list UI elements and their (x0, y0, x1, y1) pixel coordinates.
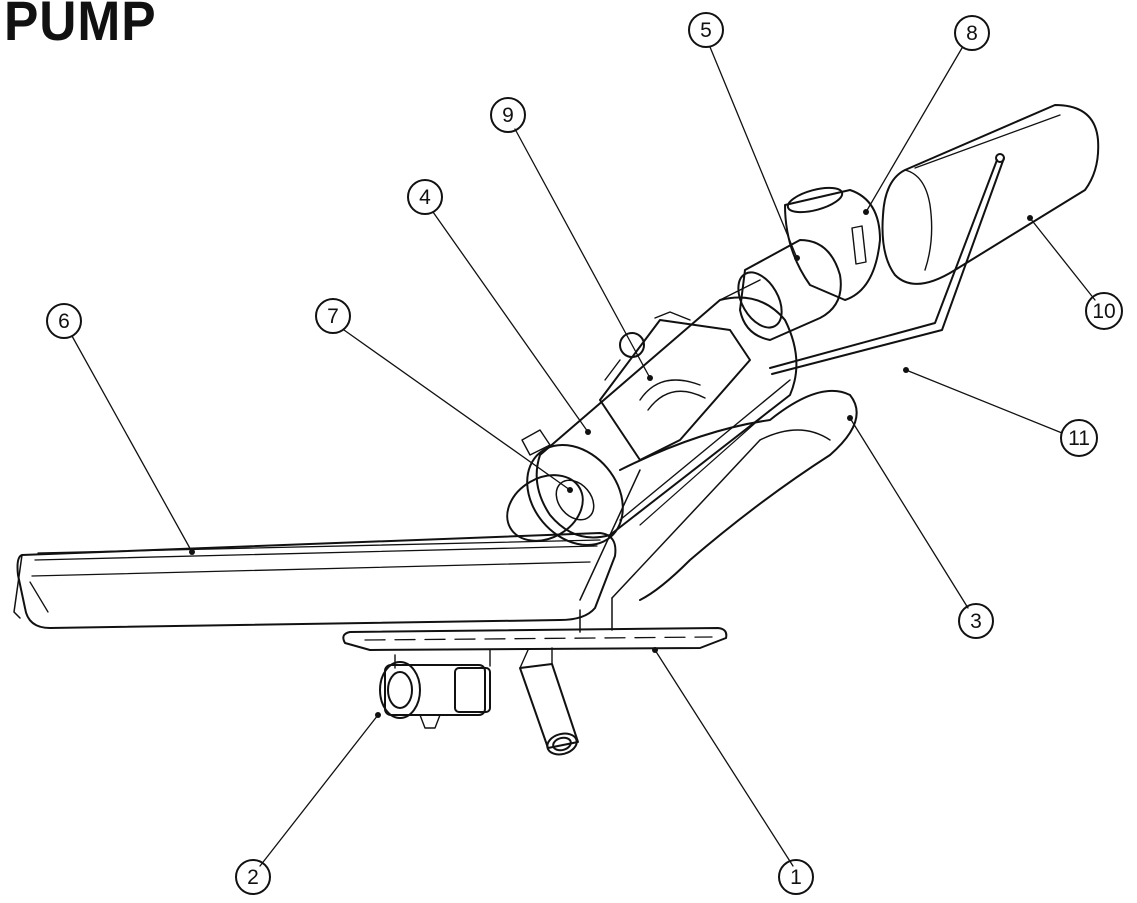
diagram-title: PUMP (4, 0, 157, 52)
callout-6-label: 6 (58, 310, 70, 333)
leader-lines (71, 46, 1096, 867)
pump-motor (719, 239, 842, 341)
callout-7-label: 7 (327, 305, 339, 328)
callout-9-label: 9 (502, 104, 514, 127)
callout-10-label: 10 (1092, 300, 1115, 323)
callout-6: 6 (46, 303, 82, 339)
callout-1: 1 (778, 859, 814, 895)
callout-2: 2 (235, 859, 271, 895)
callout-11-label: 11 (1068, 427, 1090, 450)
callout-8-label: 8 (966, 22, 978, 45)
fuel-outlet-pipe (519, 647, 579, 756)
callout-4-label: 4 (419, 186, 431, 209)
callout-3-label: 3 (970, 610, 982, 633)
callout-1-label: 1 (790, 866, 802, 889)
float-rod (769, 153, 1005, 375)
sender-tray (13, 532, 617, 629)
callout-7: 7 (315, 298, 351, 334)
pressure-regulator (599, 311, 751, 461)
callout-5: 5 (688, 12, 724, 48)
electrical-connector (379, 649, 491, 729)
callout-4: 4 (407, 179, 443, 215)
callout-5-label: 5 (700, 19, 712, 42)
fuel-float (881, 104, 1100, 285)
callout-9: 9 (490, 97, 526, 133)
mounting-flange (342, 439, 761, 651)
callout-3: 3 (958, 603, 994, 639)
fuel-pump-body (506, 296, 798, 547)
callout-10: 10 (1085, 292, 1123, 330)
pump-hose (619, 389, 858, 601)
callout-2-label: 2 (247, 866, 259, 889)
callout-11: 11 (1060, 419, 1098, 457)
callout-8: 8 (954, 15, 990, 51)
leader-dots (189, 209, 1033, 718)
